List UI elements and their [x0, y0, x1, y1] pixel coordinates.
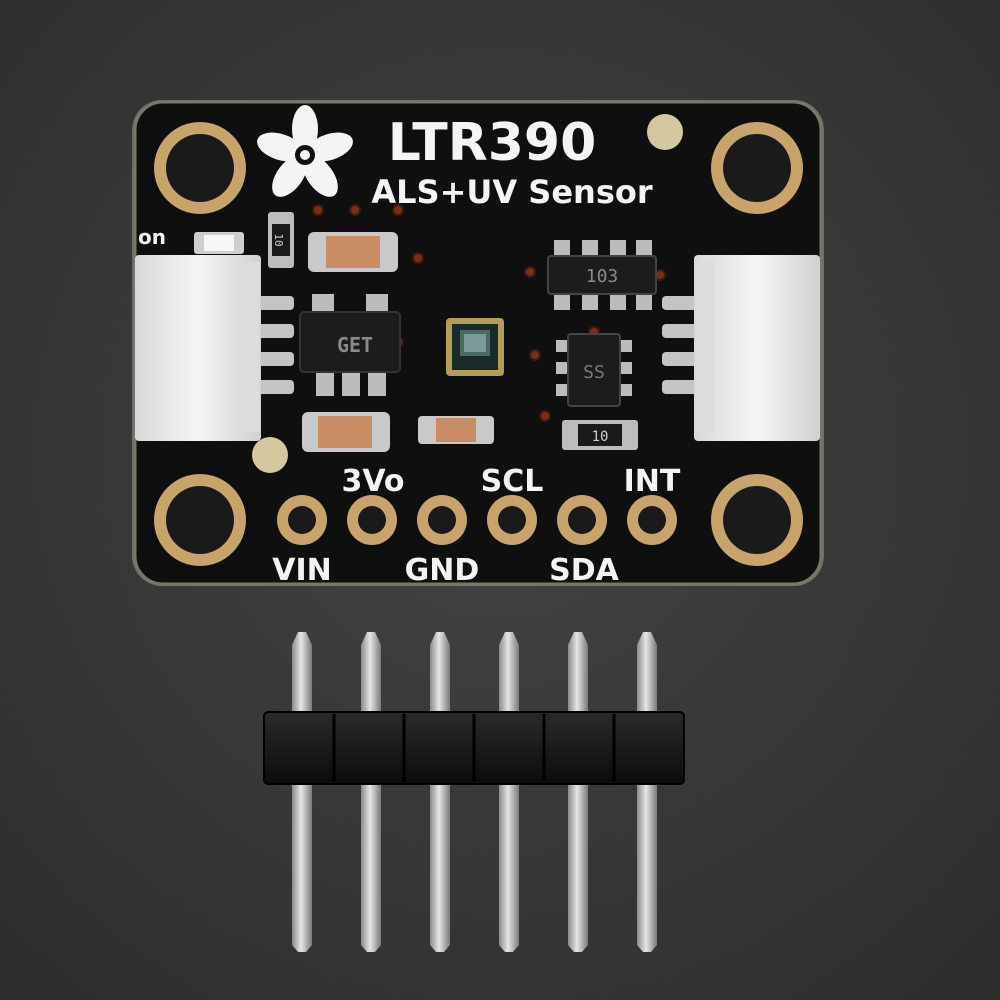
- board-subtitle: ALS+UV Sensor: [371, 173, 652, 211]
- voltage-regulator: [299, 294, 401, 396]
- resistor-array: [547, 240, 657, 310]
- power-led: [194, 232, 244, 254]
- star-logo-icon: [257, 105, 353, 197]
- vias: [312, 204, 666, 422]
- capacitor-center: [418, 416, 494, 444]
- fiducial-top: [647, 114, 683, 150]
- resistor-bottom-right-marking: 10: [592, 429, 609, 445]
- mosfet-marking: SS: [583, 362, 605, 383]
- power-led-label: on: [138, 225, 166, 249]
- pin-label-sda: SDA: [549, 553, 620, 588]
- resistor-bottom-right: [562, 420, 638, 450]
- capacitor-bottom: [302, 412, 390, 452]
- fiducial-bottom: [252, 437, 288, 473]
- ltr390-sensor-chip: [446, 318, 504, 376]
- regulator-marking: GET: [337, 333, 373, 357]
- pin-header: [263, 632, 685, 952]
- capacitor-top: [308, 232, 398, 272]
- resistor-led: [268, 212, 294, 268]
- mounting-hole-bottom-left: [154, 474, 246, 566]
- mounting-hole-bottom-right: [711, 474, 803, 566]
- pin-label-int: INT: [624, 464, 681, 499]
- stemma-connector-right: [662, 255, 820, 441]
- board-title: LTR390: [388, 113, 597, 173]
- pin-label-3vo: 3Vo: [341, 464, 404, 499]
- mosfet-chip: [556, 333, 632, 407]
- pin-label-vin: VIN: [272, 553, 332, 588]
- header-pads: [277, 495, 677, 545]
- pin-label-scl: SCL: [481, 464, 544, 499]
- resistor-array-marking: 103: [586, 266, 619, 287]
- resistor-led-marking: 10: [272, 233, 285, 246]
- pin-label-gnd: GND: [405, 553, 480, 588]
- mounting-hole-top-right: [711, 122, 803, 214]
- stemma-connector-left: [135, 255, 294, 441]
- mounting-hole-top-left: [154, 122, 246, 214]
